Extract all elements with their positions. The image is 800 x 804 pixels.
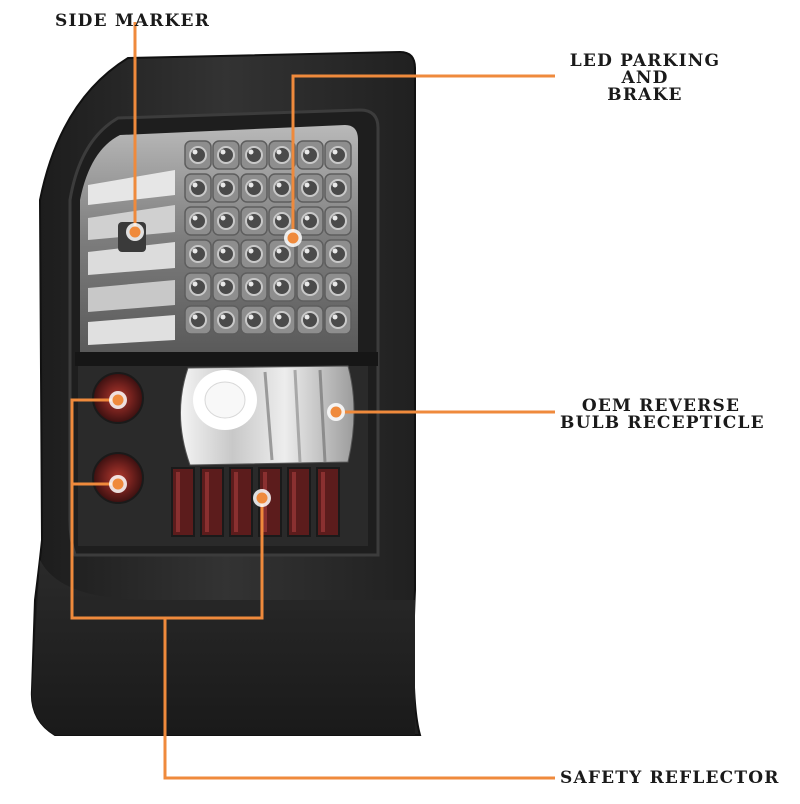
led-cell	[184, 239, 212, 269]
reflector-bar	[287, 467, 311, 537]
led-cell	[268, 305, 296, 335]
leader-led-parking-and-brake	[291, 74, 555, 236]
led-cell	[268, 140, 296, 170]
marker-dot-oem-reverse	[330, 406, 342, 418]
led-cell	[324, 239, 352, 269]
led-cell	[212, 206, 240, 236]
led-cell	[240, 305, 268, 335]
led-cell	[212, 239, 240, 269]
housing-lower-shell	[31, 560, 415, 735]
reflector-bar-strip	[171, 467, 340, 537]
led-cell	[184, 173, 212, 203]
marker-dot-upper-reflector	[112, 394, 124, 406]
led-cell	[296, 173, 324, 203]
led-cell	[268, 272, 296, 302]
led-cell	[240, 206, 268, 236]
callout-side-marker-line: SIDE MARKER	[55, 11, 211, 31]
leader-safety-reflector	[163, 618, 555, 780]
led-cell	[240, 173, 268, 203]
callout-oem-reverse-bulb-recepticle: OEM REVERSE BULB RECEPTICLE	[560, 396, 765, 433]
reflector-bar	[200, 467, 224, 537]
led-cell	[268, 173, 296, 203]
reflector-bar	[316, 467, 340, 537]
led-cell	[212, 173, 240, 203]
reflector-bar	[229, 467, 253, 537]
led-cell	[212, 272, 240, 302]
callout-safety-reflector-line: SAFETY REFLECTOR	[560, 768, 780, 788]
led-cell	[296, 239, 324, 269]
led-cell	[324, 305, 352, 335]
marker-dot-led	[287, 232, 299, 244]
side-marker-reflector-fins	[88, 170, 175, 345]
led-cell	[240, 272, 268, 302]
callout-side-marker: SIDE MARKER	[55, 13, 210, 30]
callout-oem-line-2: BULB RECEPTICLE	[560, 413, 765, 433]
callout-led-line-2: AND	[621, 68, 669, 88]
callout-oem-line-1: OEM REVERSE	[581, 396, 741, 416]
led-cell	[240, 239, 268, 269]
led-cell	[268, 239, 296, 269]
led-cell	[324, 173, 352, 203]
lens-divider-band	[75, 352, 378, 366]
marker-dot-bar-reflector	[256, 492, 268, 504]
led-cell	[212, 140, 240, 170]
led-cell	[296, 272, 324, 302]
led-cell	[184, 206, 212, 236]
led-cell	[324, 272, 352, 302]
led-cell	[296, 305, 324, 335]
marker-dot-lower-reflector	[112, 478, 124, 490]
callout-led-line-3: BRAKE	[607, 85, 683, 105]
marker-dot-side-marker	[129, 226, 141, 238]
led-cell	[296, 140, 324, 170]
reflector-bar	[171, 467, 195, 537]
callout-led-line-1: LED PARKING	[569, 51, 721, 71]
callout-leaders	[70, 22, 555, 780]
led-cell	[296, 206, 324, 236]
led-cell	[184, 272, 212, 302]
led-cell	[184, 140, 212, 170]
led-cell	[324, 140, 352, 170]
led-cell	[212, 305, 240, 335]
callout-led-parking-and-brake: LED PARKING AND BRAKE	[566, 53, 724, 104]
led-cell	[324, 206, 352, 236]
led-array	[184, 140, 352, 335]
callout-safety-reflector: SAFETY REFLECTOR	[560, 770, 780, 787]
led-cell	[268, 206, 296, 236]
reverse-bulb-chrome-reflector	[179, 365, 355, 466]
led-cell	[184, 305, 212, 335]
led-cell	[240, 140, 268, 170]
leader-reflector-group	[70, 398, 264, 620]
